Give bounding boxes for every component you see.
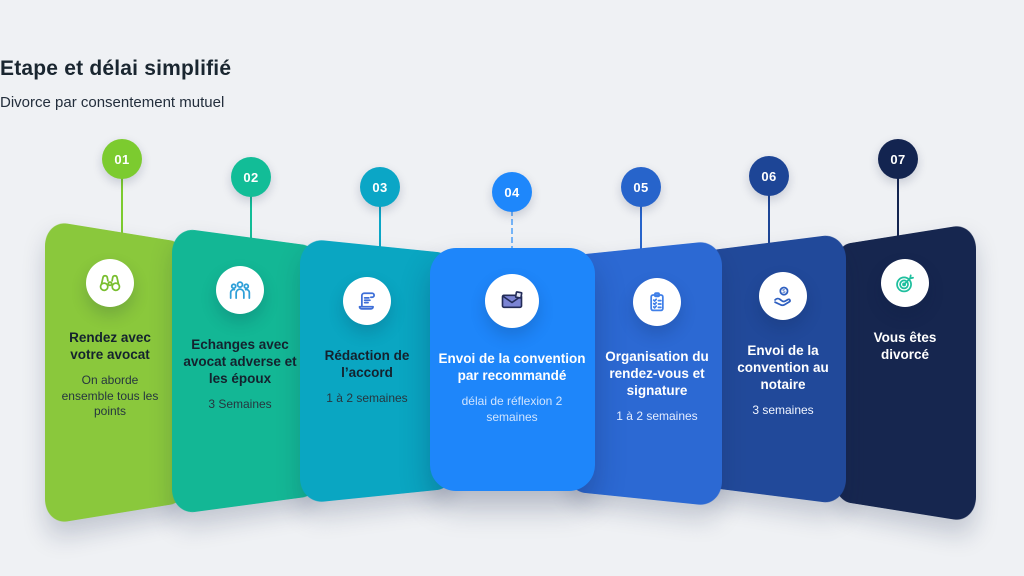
clipboard-checklist-icon <box>633 278 681 326</box>
step-5-description: 1 à 2 semaines <box>616 409 698 423</box>
page-subtitle: Divorce par consentement mutuel <box>0 94 225 111</box>
step-1-number: 01 <box>114 151 130 167</box>
svg-text:$: $ <box>782 289 786 295</box>
step-1-description: On aborde ensemble tous les points <box>61 373 159 418</box>
target-arrow-icon <box>881 259 929 307</box>
step-2-content: Echanges avec avocat adverse et les épou… <box>178 266 302 413</box>
step-3-content: Rédaction de l’accord 1 à 2 semaines <box>305 277 429 407</box>
scroll-document-icon <box>343 277 391 325</box>
page-title: Etape et délai simplifié <box>0 57 232 80</box>
step-5-content: Organisation du rendez-vous et signature… <box>593 278 721 425</box>
step-2-description: 3 Semaines <box>208 397 272 411</box>
step-3-title: Rédaction de l’accord <box>324 348 410 380</box>
hand-coin-icon: $ <box>759 272 807 320</box>
step-6-content: $ Envoi de la convention au notaire 3 se… <box>721 272 845 419</box>
step-4-number-badge: 04 <box>492 172 532 212</box>
step-1-content: Rendez avec votre avocat On aborde ensem… <box>48 259 172 420</box>
binoculars-icon <box>86 259 134 307</box>
step-1-connector <box>121 178 123 234</box>
step-5-title: Organisation du rendez-vous et signature <box>605 349 709 398</box>
step-3-connector <box>379 205 381 252</box>
step-6-description: 3 semaines <box>752 403 814 417</box>
step-1-number-badge: 01 <box>102 139 142 179</box>
step-6-number-badge: 06 <box>749 156 789 196</box>
step-7-number-badge: 07 <box>878 139 918 179</box>
step-2-number: 02 <box>243 169 259 185</box>
step-1-title: Rendez avec votre avocat <box>69 330 151 362</box>
step-3-number-badge: 03 <box>360 167 400 207</box>
step-4-number: 04 <box>504 184 520 200</box>
step-6-title: Envoi de la convention au notaire <box>737 343 829 392</box>
people-group-icon <box>216 266 264 314</box>
envelope-icon <box>485 274 539 328</box>
step-6-number: 06 <box>761 168 777 184</box>
step-2-number-badge: 02 <box>231 157 271 197</box>
step-5-number: 05 <box>633 179 649 195</box>
step-7-connector <box>897 177 899 243</box>
step-2-title: Echanges avec avocat adverse et les épou… <box>183 337 297 386</box>
step-7-title: Vous êtes divorcé <box>873 330 937 362</box>
step-7-number: 07 <box>890 151 906 167</box>
step-4-connector <box>511 210 513 252</box>
step-2-connector <box>250 195 252 245</box>
step-5-number-badge: 05 <box>621 167 661 207</box>
step-4-description: délai de réflexion 2 semaines <box>461 394 563 424</box>
step-5-connector <box>640 205 642 257</box>
step-6-connector <box>768 194 770 247</box>
step-7-content: Vous êtes divorcé <box>843 259 967 363</box>
step-3-number: 03 <box>372 179 388 195</box>
step-4-title: Envoi de la convention par recommandé <box>438 351 586 383</box>
step-3-description: 1 à 2 semaines <box>326 391 408 405</box>
step-4-content: Envoi de la convention par recommandé dé… <box>438 274 586 425</box>
